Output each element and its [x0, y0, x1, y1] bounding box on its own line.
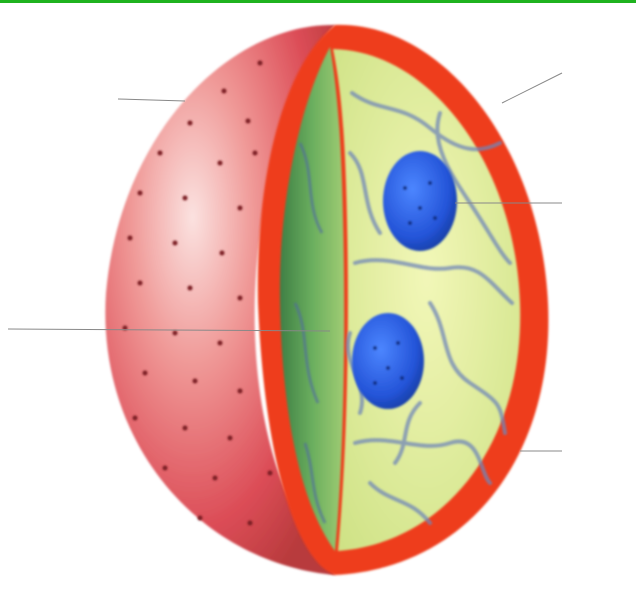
leader-line-top-right	[502, 73, 562, 103]
nucleus-upper	[383, 151, 457, 251]
leader-line-upper-left	[118, 99, 185, 101]
cell-cutaway-illustration	[0, 3, 636, 593]
nucleus-lower	[352, 313, 424, 409]
